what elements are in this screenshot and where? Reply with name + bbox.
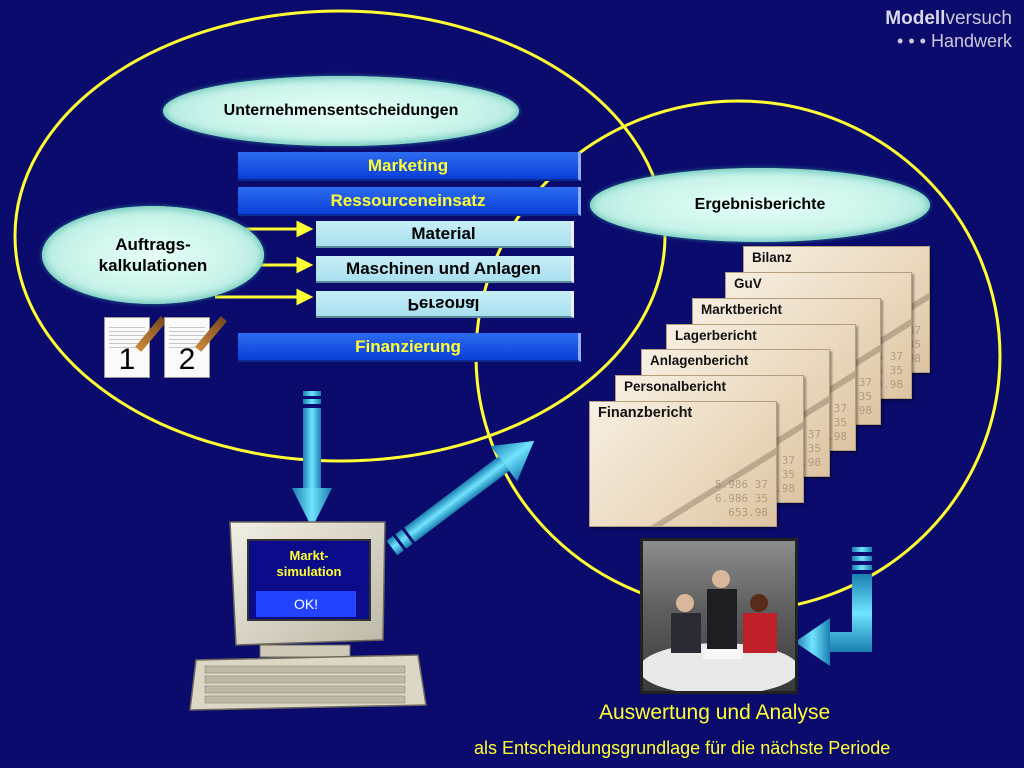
meeting-photo	[640, 538, 798, 694]
logo-bold-text: Modell	[885, 8, 946, 29]
logo-sub-text: Handwerk	[930, 31, 1012, 51]
logo-light-text: versuch	[945, 8, 1012, 29]
logo-dots: • • •	[897, 31, 926, 51]
report-title: GuV	[734, 276, 762, 291]
report-title: Finanzbericht	[598, 405, 693, 421]
simulation-line1: Markt-	[289, 548, 329, 563]
calc-sheet-number: 1	[118, 343, 136, 376]
calc-sheet-1: 1	[104, 316, 167, 378]
personnel-bar: Personal	[316, 291, 574, 318]
analysis-caption-line1: Auswertung und Analyse	[599, 701, 831, 724]
calc-sheet-2: 2	[164, 316, 227, 378]
order-calc-line1: Auftrags-	[115, 235, 191, 254]
results-title-label: Ergebnisberichte	[590, 168, 930, 242]
order-calc-line2: kalkulationen	[98, 256, 208, 275]
personnel-label: Personal	[407, 294, 480, 314]
resources-bar: Ressourceneinsatz	[238, 187, 581, 216]
return-arrow-icon	[795, 547, 872, 666]
diagonal-arrow-icon	[386, 440, 535, 556]
simulation-line2: simulation	[276, 564, 342, 579]
decisions-title-label: Unternehmensentscheidungen	[163, 76, 519, 146]
meeting-illustration	[643, 570, 795, 691]
report-title: Bilanz	[752, 250, 792, 265]
calc-sheet-number: 2	[178, 343, 196, 376]
ok-button[interactable]: OK!	[256, 591, 356, 617]
marketing-bar: Marketing	[238, 152, 581, 181]
material-bar: Material	[316, 221, 574, 248]
down-arrow-icon	[292, 391, 332, 528]
report-title: Anlagenbericht	[650, 353, 749, 368]
brand-logo: Modellversuch • • • Handwerk	[885, 8, 1012, 52]
analysis-caption-line2: als Entscheidungsgrundlage für die nächs…	[474, 738, 891, 758]
report-title: Lagerbericht	[675, 328, 757, 343]
finance-bar: Finanzierung	[238, 333, 581, 362]
simulation-screen-text: Markt- simulation	[250, 548, 368, 580]
decision-ring	[13, 9, 667, 463]
report-title: Marktbericht	[701, 302, 783, 317]
machines-bar: Maschinen und Anlagen	[316, 256, 574, 283]
report-title: Personalbericht	[624, 379, 727, 394]
order-calc-label: Auftrags- kalkulationen	[42, 206, 264, 304]
